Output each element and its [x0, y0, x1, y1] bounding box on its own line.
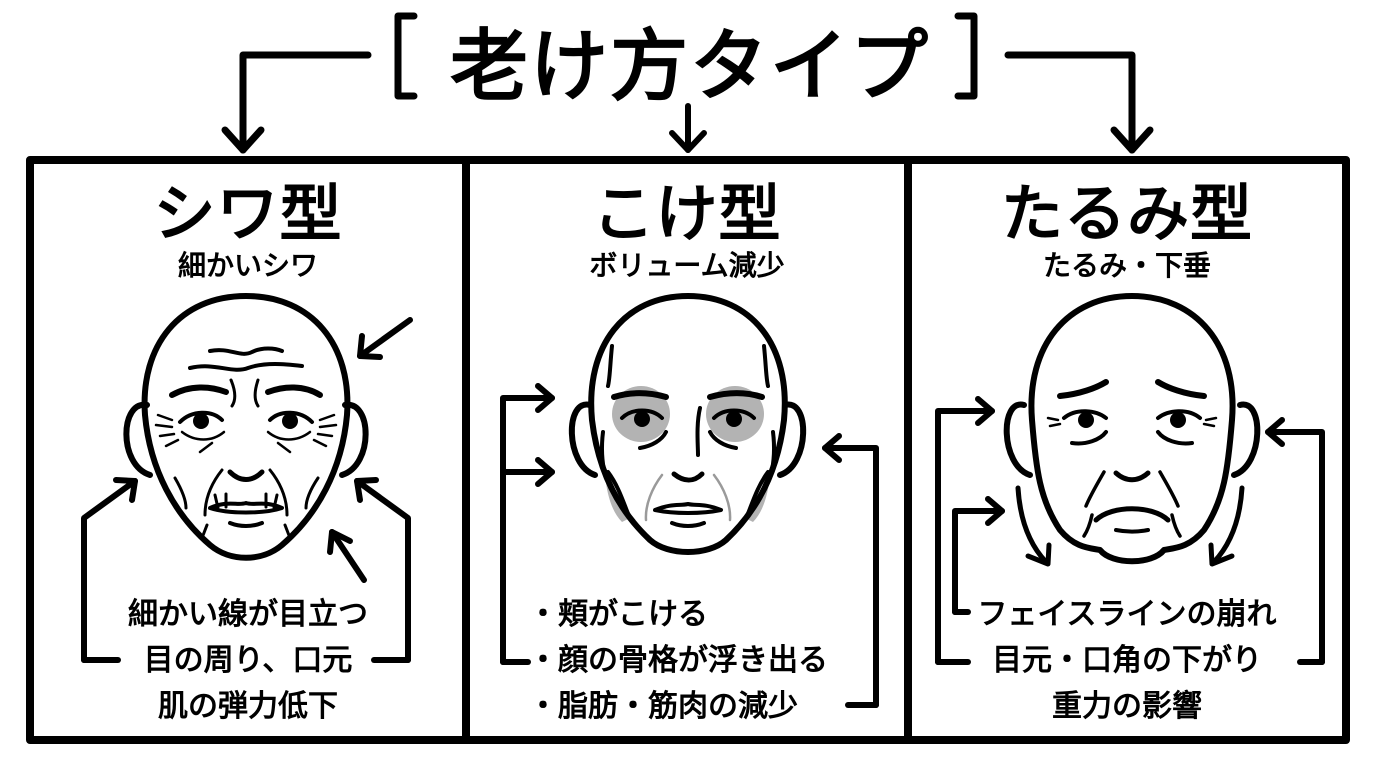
description-line: 目元・口角の下がり — [992, 643, 1262, 678]
hollow-pointer-arrows — [500, 383, 879, 708]
description-line: 肌の弾力低下 — [158, 689, 338, 724]
description-line: ・顔の骨格が浮き出る — [528, 643, 828, 678]
panel-hollow-type: こけ型 ボリューム減少 ・頬がこける ・顔の骨格が浮き出る ・脂肪・筋肉の減少 — [470, 160, 904, 740]
description-line: 重力の影響 — [1052, 689, 1202, 724]
arrow-to-sagging-panel — [1004, 51, 1154, 154]
arrow-to-wrinkle-panel — [221, 51, 372, 154]
panel-subtitle: ボリューム減少 — [589, 249, 785, 282]
sagging-face-icon — [1003, 293, 1261, 567]
description-line: ・脂肪・筋肉の減少 — [528, 689, 798, 724]
panel-title: シワ型 — [153, 177, 343, 250]
title-brackets — [394, 12, 978, 100]
description-line: 目の周り、口元 — [143, 643, 353, 678]
panel-description: フェイスラインの崩れ 目元・口角の下がり 重力の影響 — [912, 592, 1342, 730]
description-line: ・頬がこける — [528, 597, 708, 632]
panel-title: こけ型 — [592, 177, 782, 250]
panel-sagging-type: たるみ型 たるみ・下垂 フェイスラインの崩れ 目元・口角の下がり 重力の影響 — [912, 160, 1342, 740]
panel-subtitle: 細かいシワ — [177, 249, 318, 282]
page-title: 老け方タイプ — [449, 22, 930, 112]
panel-wrinkle-type: シワ型 細かいシワ 細かい線が目立つ 目の周り、口元 肌の弾力低下 — [34, 160, 462, 740]
panel-subtitle: たるみ・下垂 — [1042, 249, 1211, 282]
panel-description: 細かい線が目立つ 目の周り、口元 肌の弾力低下 — [34, 592, 462, 730]
hollow-cheek-face-icon — [568, 293, 807, 555]
wrinkled-face-icon — [123, 293, 369, 561]
panel-description: ・頬がこける ・顔の骨格が浮き出る ・脂肪・筋肉の減少 — [528, 592, 888, 730]
description-line: フェイスラインの崩れ — [977, 597, 1277, 632]
description-line: 細かい線が目立つ — [128, 597, 368, 632]
panel-title: たるみ型 — [1000, 177, 1253, 250]
arrow-to-hollow-panel — [669, 103, 707, 153]
panel-frame — [26, 156, 1350, 744]
sagging-pointer-arrows — [935, 396, 1325, 665]
wrinkle-pointer-arrows — [81, 317, 413, 663]
